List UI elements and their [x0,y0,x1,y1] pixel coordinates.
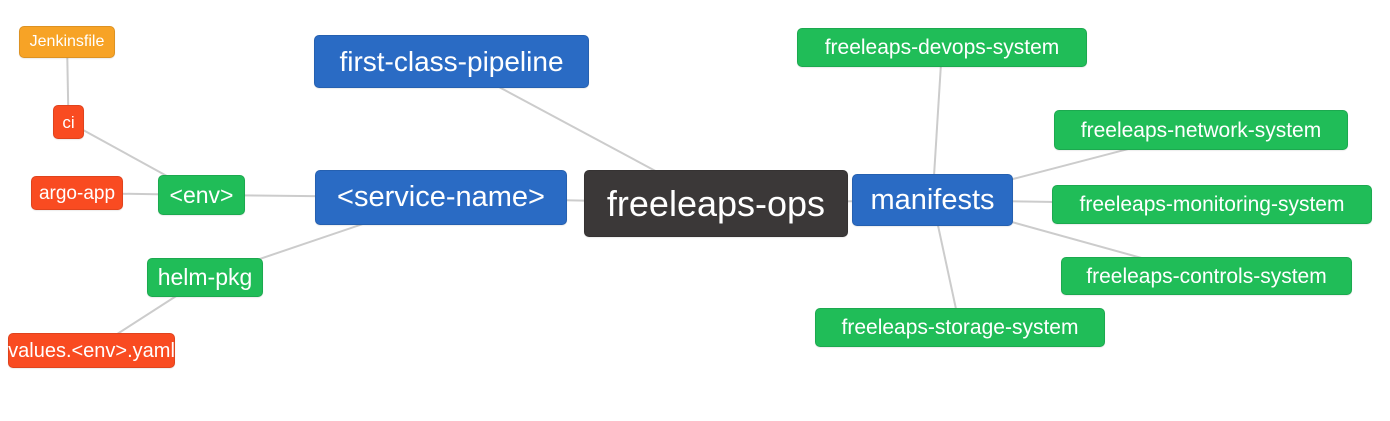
node-env[interactable]: <env> [158,175,245,215]
node-argo-app[interactable]: argo-app [31,176,123,210]
node-manifests[interactable]: manifests [852,174,1013,226]
node-values-env-yaml[interactable]: values.<env>.yaml [8,333,175,368]
node-freeleaps-controls-system[interactable]: freeleaps-controls-system [1061,257,1352,295]
node-freeleaps-storage-system[interactable]: freeleaps-storage-system [815,308,1105,347]
node-freeleaps-devops-system[interactable]: freeleaps-devops-system [797,28,1087,67]
node-first-class-pipeline[interactable]: first-class-pipeline [314,35,589,88]
node-service-name[interactable]: <service-name> [315,170,567,225]
node-helm-pkg[interactable]: helm-pkg [147,258,263,297]
node-freeleaps-monitoring-system[interactable]: freeleaps-monitoring-system [1052,185,1372,224]
node-freeleaps-network-system[interactable]: freeleaps-network-system [1054,110,1348,150]
node-jenkinsfile[interactable]: Jenkinsfile [19,26,115,58]
node-ci[interactable]: ci [53,105,84,139]
node-freeleaps-ops[interactable]: freeleaps-ops [584,170,848,237]
